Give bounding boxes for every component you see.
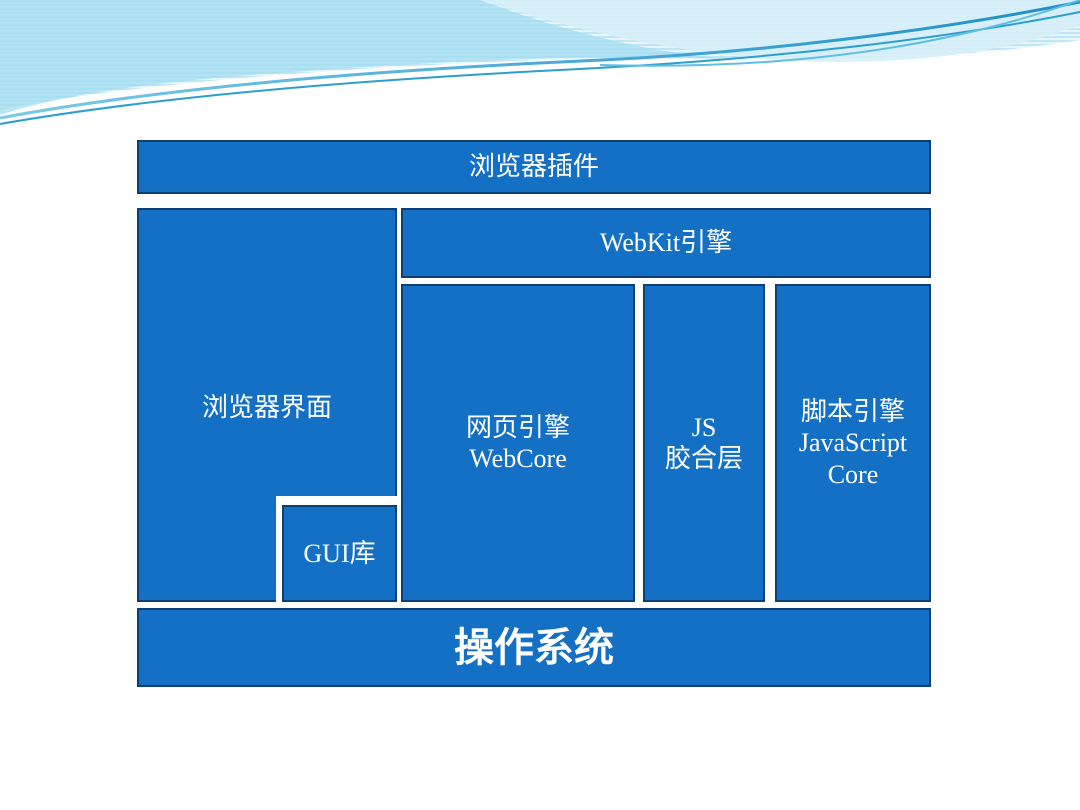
webkit-engine-box: WebKit引擎 xyxy=(401,208,931,278)
webcore-box: 网页引擎 WebCore xyxy=(401,284,635,602)
js-bindings-box: JS 胶合层 xyxy=(643,284,765,602)
gui-library-box: GUI库 xyxy=(282,505,397,602)
browser-plugins-box: 浏览器插件 xyxy=(137,140,931,194)
browser-ui-label: 浏览器界面 xyxy=(201,393,332,422)
operating-system-label: 操作系统 xyxy=(454,624,614,670)
browser-plugins-label: 浏览器插件 xyxy=(468,152,599,182)
javascript-core-box: 脚本引擎 JavaScript Core xyxy=(775,284,931,602)
webcore-label: 网页引擎 WebCore xyxy=(465,412,570,473)
operating-system-box: 操作系统 xyxy=(137,608,931,687)
header-wave-decoration xyxy=(0,0,1080,125)
javascript-core-label: 脚本引擎 JavaScript Core xyxy=(798,397,908,489)
webkit-engine-label: WebKit引擎 xyxy=(599,228,733,258)
js-bindings-label: JS 胶合层 xyxy=(664,412,743,473)
gui-library-label: GUI库 xyxy=(303,538,376,568)
